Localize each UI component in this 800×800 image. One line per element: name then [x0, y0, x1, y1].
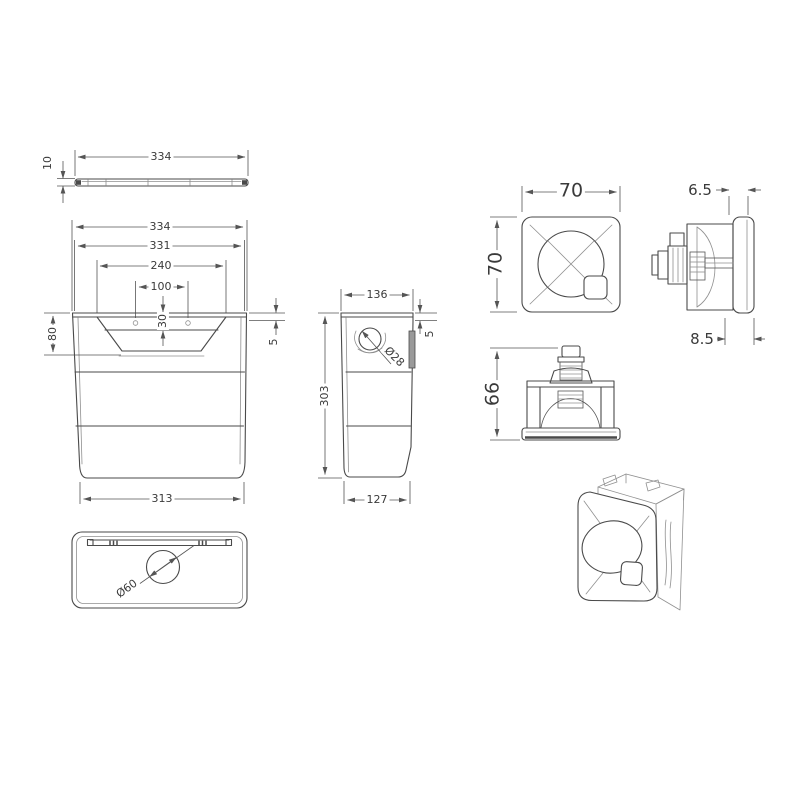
cistern-side-view: [318, 289, 437, 504]
flush-valve-side-view: [490, 345, 621, 441]
dim-recess-drop: 30: [155, 312, 170, 330]
dim-button-protrusion: 6.5: [686, 180, 714, 199]
dim-plate-width: 70: [556, 179, 586, 202]
dim-rim-thickness: 5: [266, 336, 281, 348]
dim-side-rim-thickness: 5: [422, 328, 437, 340]
dim-side-depth-bottom: 127: [364, 492, 390, 507]
flush-plate-front-view: [490, 186, 621, 313]
dim-cistern-inner-width: 331: [147, 238, 173, 253]
dim-hole-spacing: 100: [148, 279, 174, 294]
dim-recess-depth: 80: [45, 325, 60, 343]
dim-button-recess: 8.5: [688, 329, 716, 348]
dim-cistern-overall-width: 334: [147, 219, 173, 234]
dim-valve-height: 66: [481, 379, 504, 409]
lid-top-view: [57, 150, 249, 203]
cistern-bottom-view: [71, 531, 248, 609]
dim-side-depth-top: 136: [364, 287, 390, 302]
dim-recess-width: 240: [148, 258, 174, 273]
dim-cistern-base-width: 313: [149, 491, 175, 506]
flush-button-side-view: [651, 187, 765, 345]
dim-side-height: 303: [317, 383, 332, 409]
dim-lid-thickness: 10: [40, 154, 55, 172]
dim-lid-width: 334: [148, 149, 174, 164]
flush-plate-3d-view: [577, 473, 685, 611]
dim-plate-height: 70: [484, 249, 507, 279]
